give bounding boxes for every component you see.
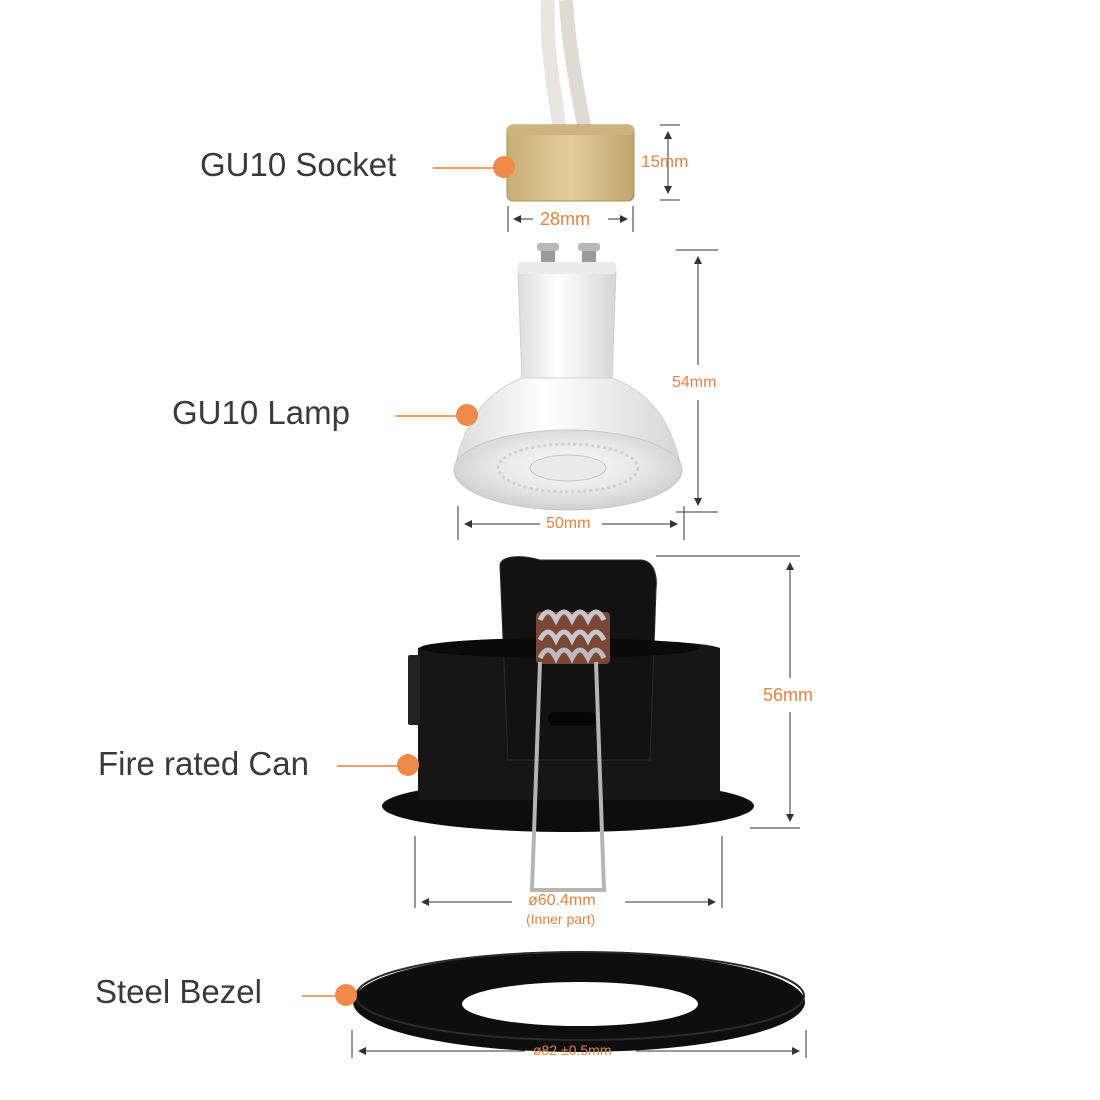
label-steel-bezel: Steel Bezel: [95, 973, 262, 1010]
label-fire-rated-can: Fire rated Can: [98, 745, 309, 782]
can-diameter-dimension: [414, 836, 723, 908]
label-gu10-lamp: GU10 Lamp: [172, 394, 350, 431]
fire-rated-can-illustration: [382, 556, 754, 892]
callout-dot-bezel: [335, 984, 357, 1006]
dim-socket-width: 28mm: [540, 209, 591, 229]
lamp-width-dimension: [457, 506, 685, 540]
socket-body: [506, 124, 635, 202]
dim-lamp-width: 50mm: [546, 515, 591, 532]
callout-lamp: [395, 404, 478, 426]
dim-socket-height: 15mm: [641, 152, 689, 171]
socket-height-dimension: [660, 124, 680, 201]
gu10-lamp-illustration: [453, 243, 683, 511]
socket-wire-right: [559, 0, 592, 132]
bezel-diameter-dimension: [351, 1030, 807, 1058]
socket-width-dimension: [507, 206, 634, 232]
bezel-ring: [353, 952, 805, 1052]
can-height-dimension: [656, 555, 800, 829]
callout-dot-socket: [493, 156, 515, 178]
dim-can-inner-note: (Inner part): [526, 911, 596, 927]
lamp-neck: [517, 269, 617, 381]
gu10-socket-illustration: [506, 0, 635, 202]
label-gu10-socket: GU10 Socket: [200, 146, 397, 183]
lamp-height-dimension: [676, 249, 718, 513]
callout-bezel: [302, 984, 357, 1006]
socket-wire-left: [540, 0, 567, 132]
callout-dot-lamp: [456, 404, 478, 426]
steel-bezel-illustration: [353, 951, 805, 1052]
callout-can: [337, 754, 419, 776]
callout-dot-can: [397, 754, 419, 776]
dim-lamp-height: 54mm: [672, 374, 717, 391]
dim-bezel-diameter: ø82 ±0.5mm: [533, 1042, 612, 1058]
can-spring-clip: [529, 609, 610, 892]
callout-socket: [433, 156, 515, 178]
dim-can-height: 56mm: [763, 685, 814, 705]
dim-can-inner-diameter: ø60.4mm: [528, 892, 596, 909]
